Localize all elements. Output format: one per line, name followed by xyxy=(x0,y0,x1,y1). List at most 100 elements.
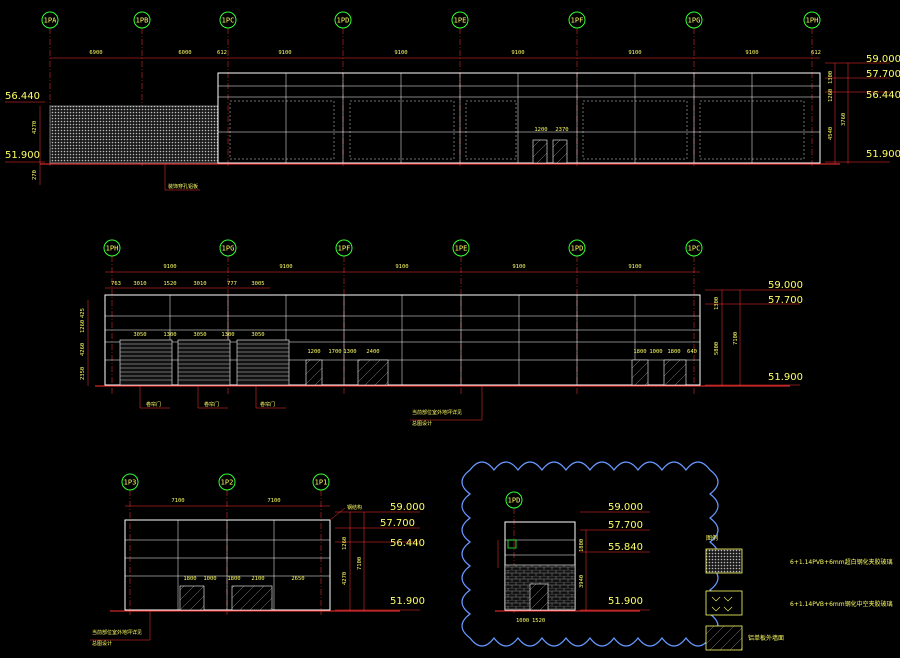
grid-label: 1PD xyxy=(508,497,521,505)
dim-text: 2100 xyxy=(251,576,264,582)
dim-text: 1800 xyxy=(227,576,240,582)
grid-bubble[interactable]: 1PA xyxy=(41,11,59,168)
door[interactable] xyxy=(631,359,649,386)
dim-text: 2650 xyxy=(291,576,304,582)
elevation-1-left-levels: 56.440 51.900 4270 270 xyxy=(5,91,45,185)
elevation-1: 1PA 1PB 1PC 1PD 1PE 1PF 1PG 1PH 6900 600… xyxy=(5,11,900,191)
grid-label: 1PE xyxy=(454,17,467,25)
dim-text: 9100 xyxy=(512,264,525,270)
grid-label: 1PG xyxy=(688,17,701,25)
dim-text: 9100 xyxy=(163,264,176,270)
level-mark: 59.000 xyxy=(866,54,900,65)
grid-bubble[interactable]: 1PH xyxy=(803,11,821,168)
elevation-1-facade[interactable]: 1200 2370 xyxy=(217,72,821,164)
dim-text: 1260 xyxy=(828,89,834,102)
level-mark: 56.440 xyxy=(5,91,40,102)
grid-bubble[interactable]: 1PC xyxy=(219,11,237,168)
door-label: 卷帘门 xyxy=(260,401,275,408)
level-mark: 51.900 xyxy=(866,149,900,160)
grid-label: 1PB xyxy=(136,17,149,25)
dim-text: 1300 xyxy=(828,71,834,84)
grid-bubble[interactable]: 1PC xyxy=(685,239,703,395)
level-mark: 51.900 xyxy=(390,596,425,607)
dim-text: 7100 xyxy=(733,332,739,345)
door[interactable] xyxy=(357,359,389,386)
dim-text: 4270 xyxy=(32,121,38,134)
elevation-4: 1PD 1000 1520 59.000 57.700 55.840 51.90… xyxy=(495,491,650,624)
rolling-shutter-door[interactable] xyxy=(177,339,231,386)
elevation-2-right-levels: 59.000 57.700 51.900 1300 5800 7100 xyxy=(705,280,803,386)
dim-text: 425 xyxy=(80,308,86,318)
grid-bubble[interactable]: 1P1 xyxy=(312,473,330,615)
dim-text: 9100 xyxy=(628,50,641,56)
dim-text: 7100 xyxy=(267,498,280,504)
dim-text: 3050 xyxy=(251,332,264,338)
grid-bubble[interactable]: 1PB xyxy=(133,11,151,168)
legend-swatch-glass-insulated xyxy=(705,590,743,616)
grid-label: 1PG xyxy=(222,245,235,253)
dim-text: 9100 xyxy=(278,50,291,56)
dim-text: 2370 xyxy=(555,127,568,133)
legend-swatch-glass-clear xyxy=(705,548,743,574)
grid-label: 1PC xyxy=(688,245,701,253)
dim-text: 9100 xyxy=(395,264,408,270)
dim-text: 1800 xyxy=(633,349,646,355)
grid-label: 1PF xyxy=(338,245,351,253)
legend-title: 图例 xyxy=(706,534,718,542)
dim-text: 1000 xyxy=(649,349,662,355)
dim-text: 6000 xyxy=(178,50,191,56)
elevation-3-grid-axes: 1P3 1P2 1P1 xyxy=(121,473,330,615)
perforated-aluminum-panel[interactable] xyxy=(49,105,219,164)
dim-text: 612 xyxy=(217,50,227,56)
dim-text: 1700 xyxy=(328,349,341,355)
elevation-1-top-dimensions: 6900 6000 612 9100 9100 9100 9100 9100 6… xyxy=(50,50,821,59)
door[interactable] xyxy=(179,585,205,611)
dim-text: 6900 xyxy=(89,50,102,56)
dim-text: 270 xyxy=(32,170,38,180)
elevation-2-facade[interactable]: 3050 1300 3050 1300 3050 1200 1700 1300 … xyxy=(104,294,701,386)
dim-text: 1300 xyxy=(714,297,720,310)
grid-bubble[interactable]: 1P3 xyxy=(121,473,139,615)
door[interactable] xyxy=(305,359,323,386)
dim-text: 9100 xyxy=(511,50,524,56)
dim-text: 4270 xyxy=(342,572,348,585)
dim-text: 9100 xyxy=(279,264,292,270)
dim-text: 1000 xyxy=(516,618,529,624)
door[interactable] xyxy=(231,585,273,611)
dim-text: 3050 xyxy=(133,332,146,338)
grid-bubble[interactable]: 1PH xyxy=(103,239,121,395)
rolling-shutter-door[interactable] xyxy=(119,339,173,386)
level-mark: 51.900 xyxy=(768,372,803,383)
rolling-shutter-door[interactable] xyxy=(236,339,290,386)
dim-text: 5800 xyxy=(714,342,720,355)
dim-text: 1520 xyxy=(163,281,176,287)
level-mark: 51.900 xyxy=(608,596,643,607)
elevation-4-facade[interactable] xyxy=(504,521,576,611)
level-mark: 57.700 xyxy=(768,295,803,306)
revision-cloud xyxy=(461,461,719,647)
dim-text: 1800 xyxy=(579,539,585,552)
dim-text: 640 xyxy=(687,349,697,355)
door[interactable] xyxy=(663,359,687,386)
callout-note: 钢结构 xyxy=(347,504,362,511)
elevation-3-right-levels: 59.000 57.700 56.440 51.900 1260 4270 71… xyxy=(335,502,425,611)
elevation-3-facade[interactable]: 1800 1000 1800 2100 2650 xyxy=(124,519,331,611)
door[interactable] xyxy=(532,139,548,164)
dim-text: 9100 xyxy=(628,264,641,270)
door[interactable] xyxy=(529,583,549,611)
door-labels: 卷帘门 卷帘门 卷帘门 当前部位室外地坪详见 总图设计 xyxy=(139,386,483,427)
dim-text: 3050 xyxy=(193,332,206,338)
grid-bubble[interactable]: 1PD xyxy=(505,491,523,615)
dim-text: 1260 xyxy=(80,320,86,333)
grid-label: 1P2 xyxy=(221,479,234,487)
dim-text: 1800 xyxy=(183,576,196,582)
dim-text: 3760 xyxy=(841,113,847,126)
dim-text: 9100 xyxy=(745,50,758,56)
door[interactable] xyxy=(552,139,568,164)
elevation-1-right-levels: 59.000 57.700 56.440 51.900 1300 1260 37… xyxy=(825,54,900,164)
elevation-3-top-dimensions: 7100 7100 xyxy=(125,498,330,507)
level-mark: 59.000 xyxy=(390,502,425,513)
callout-note: 当前部位室外地坪详见 xyxy=(92,629,142,636)
dim-text: 7100 xyxy=(357,557,363,570)
